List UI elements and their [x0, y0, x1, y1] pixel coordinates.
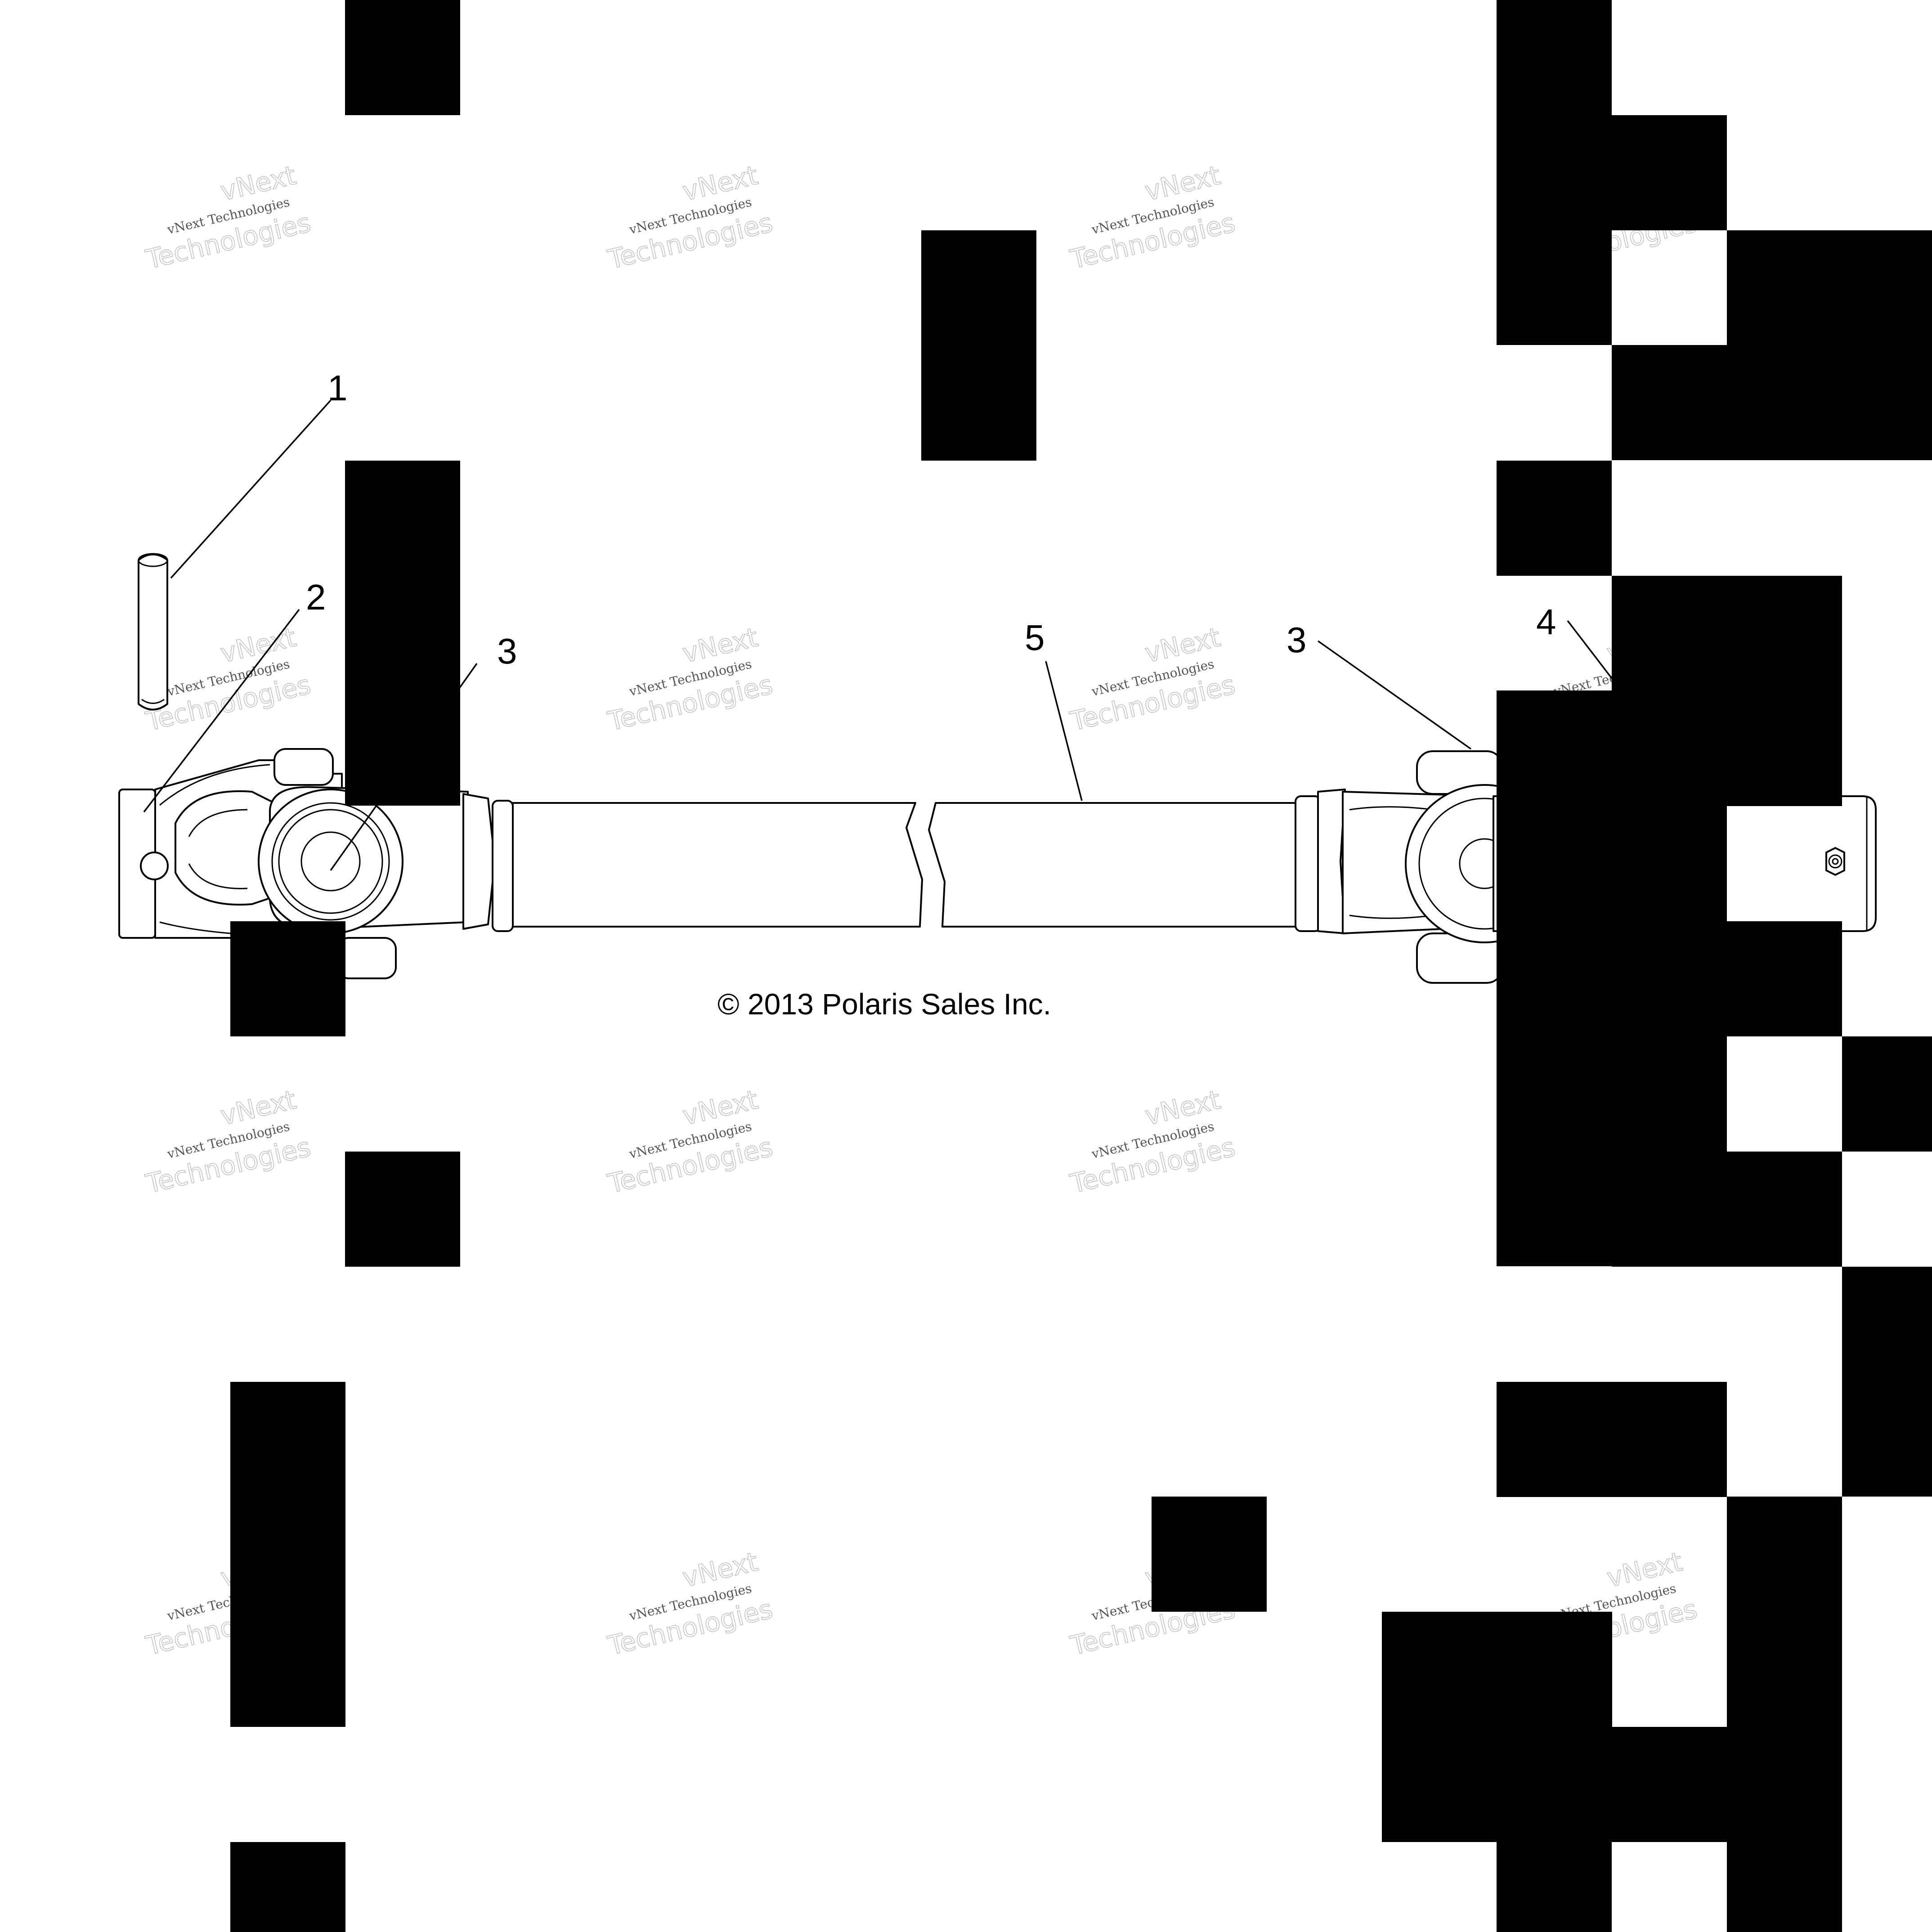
watermark: vNext vNext Technologies Technologies: [1067, 159, 1238, 275]
copyright-notice: © 2013 Polaris Sales Inc.: [717, 987, 1051, 1021]
callout-1: 1: [327, 368, 348, 408]
watermark: vNext vNext Technologies Technologies: [605, 1084, 776, 1199]
grease-fitting-icon: [1825, 847, 1845, 876]
qr-code-overlay: [230, 0, 1932, 1932]
drive-shaft-tube: [512, 802, 1296, 928]
callout-2: 2: [306, 577, 326, 617]
left-u-joint: [258, 748, 514, 979]
watermark: vNext vNext Technologies Technologies: [1067, 621, 1238, 737]
watermark: vNext vNext Technologies Technologies: [1067, 1084, 1238, 1199]
watermark: vNext vNext Technologies Technologies: [143, 159, 314, 275]
watermark: vNext vNext Technologies Technologies: [605, 621, 776, 737]
roll-pin: [138, 553, 168, 711]
watermark: vNext vNext Technologies Technologies: [605, 1546, 776, 1661]
callout-5: 5: [1025, 618, 1045, 658]
callout-3-left: 3: [497, 631, 517, 671]
callout-4: 4: [1536, 602, 1556, 642]
callout-3-right: 3: [1287, 620, 1307, 660]
watermark: vNext vNext Technologies Technologies: [143, 1084, 314, 1199]
watermark: vNext vNext Technologies Technologies: [605, 159, 776, 275]
